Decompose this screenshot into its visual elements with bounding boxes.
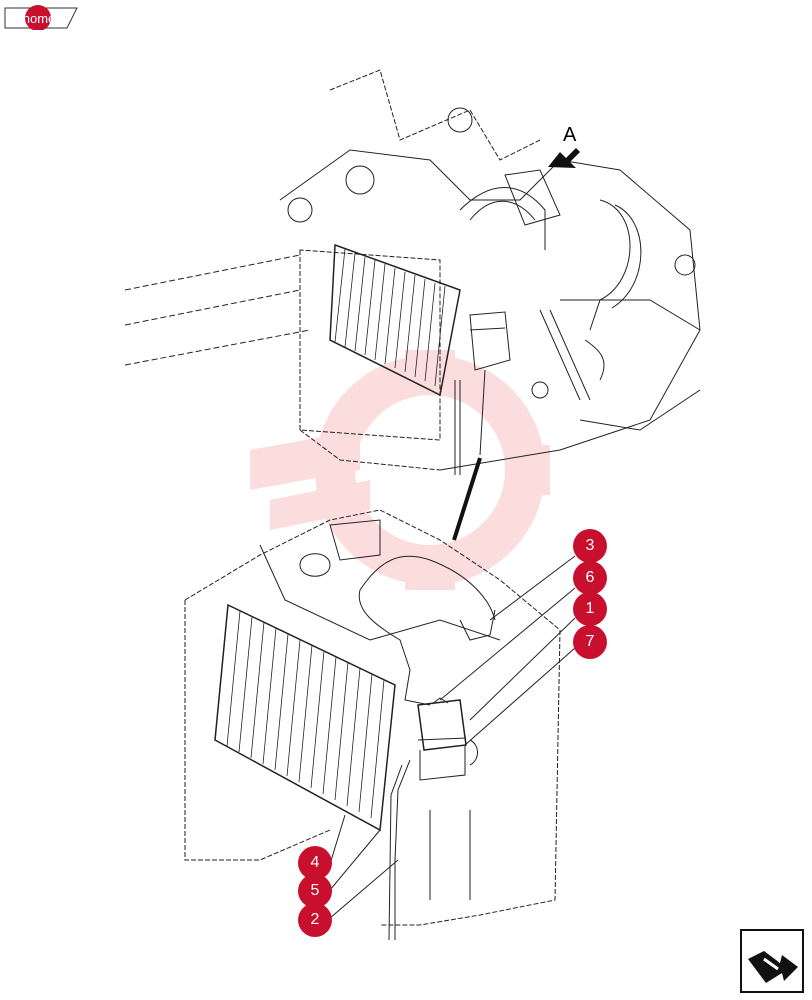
callout-2[interactable]: 2 [298,903,332,937]
callout-5[interactable]: 5 [298,874,332,908]
lower-assembly [184,509,561,941]
next-page-arrow-icon [740,929,804,993]
view-label-a: A [563,124,577,146]
upper-assembly [124,69,701,475]
view-arrow-icon [548,148,580,168]
callout-3[interactable]: 3 [573,529,607,563]
home-tab-shape [4,5,78,30]
callout-6[interactable]: 6 [573,561,607,595]
callout-leaders [329,555,576,919]
watermark-gear-icon [250,350,550,590]
home-button[interactable]: home [4,4,78,30]
detail-connector [452,457,482,541]
callout-7[interactable]: 7 [573,625,607,659]
home-label: home [22,11,56,26]
callout-1[interactable]: 1 [573,592,607,626]
next-page-button[interactable] [740,929,804,993]
